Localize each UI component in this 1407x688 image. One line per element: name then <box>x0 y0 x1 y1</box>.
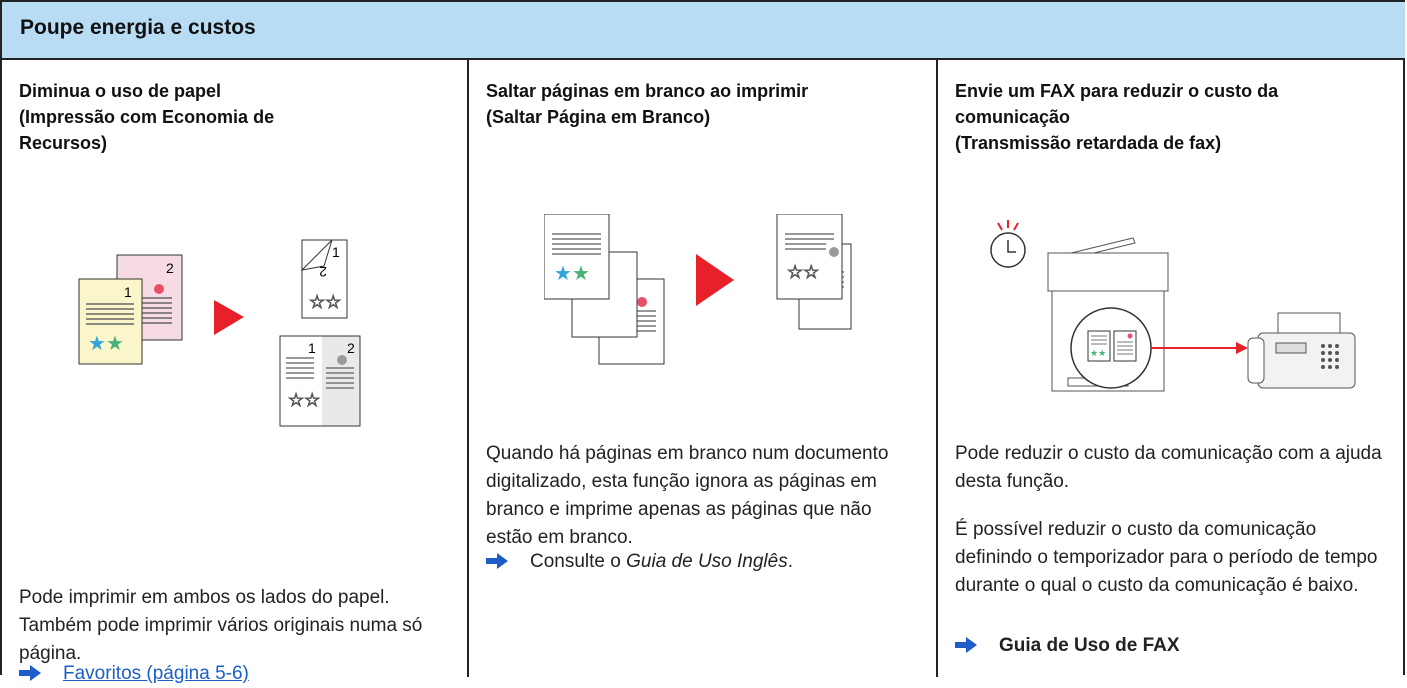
clock-icon <box>990 220 1026 268</box>
column-title: Saltar páginas em branco ao imprimir (Sa… <box>486 78 926 130</box>
title-line: Diminua o uso de papel <box>19 81 222 101</box>
english-guide-reference: Guia de Uso Inglês <box>626 551 788 572</box>
reference-prefix: Consulte o <box>530 551 627 572</box>
fax-guide-reference: Guia de Uso de FAX <box>999 635 1180 656</box>
column-description: Pode reduzir o custo da comunicação com … <box>955 443 1382 492</box>
reference-line: Favoritos (página 5-6) <box>19 660 249 688</box>
title-line: (Saltar Página em Branco) <box>486 107 711 127</box>
title-line: comunicação <box>955 107 1071 127</box>
page-number: 2 <box>166 260 174 276</box>
reference-line: Consulte o Guia de Uso Inglês. <box>486 548 793 576</box>
title-line: Saltar páginas em branco ao imprimir <box>486 81 809 101</box>
reference-line: Guia de Uso de FAX <box>955 632 1180 660</box>
title-line: (Transmissão retardada de fax) <box>955 133 1222 153</box>
duplex-print-illustration: 2 1 ★ ★ 1 2 ☆☆ 1 2 ☆☆ <box>78 239 361 427</box>
column-title: Envie um FAX para reduzir o custo da com… <box>955 78 1395 156</box>
svg-text:☆☆: ☆☆ <box>309 292 341 312</box>
title-line: (Impressão com Economia de <box>19 107 275 127</box>
arrow-right-icon <box>19 665 41 681</box>
column-delayed-fax: Envie um FAX para reduzir o custo da com… <box>938 60 1405 677</box>
section-header: Poupe energia e custos <box>2 2 1405 60</box>
column-description-extra: É possível reduzir o custo da comunicaçã… <box>955 519 1378 596</box>
column-description: Pode imprimir em ambos os lados do papel… <box>19 587 423 664</box>
svg-text:☆☆: ☆☆ <box>288 390 320 410</box>
svg-text:☆☆: ☆☆ <box>787 262 819 282</box>
favorites-link[interactable]: Favoritos (página 5-6) <box>63 663 249 684</box>
title-line: Envie um FAX para reduzir o custo da <box>955 81 1279 101</box>
svg-text:2: 2 <box>319 264 327 280</box>
reference-suffix: . <box>787 551 793 572</box>
svg-text:1: 1 <box>332 244 340 260</box>
skip-blank-illustration: ★ ★ ☆☆ <box>544 214 852 365</box>
column-skip-blank: Saltar páginas em branco ao imprimir (Sa… <box>469 60 938 677</box>
svg-text:★: ★ <box>572 263 590 285</box>
printer-icon: ★★ <box>1047 237 1169 392</box>
section-title: Poupe energia e custos <box>20 16 256 39</box>
svg-text:★★: ★★ <box>1090 348 1106 358</box>
page-number: 1 <box>124 284 132 300</box>
svg-text:★: ★ <box>554 263 572 285</box>
fax-icon <box>1247 312 1356 389</box>
arrow-right-icon <box>955 637 977 653</box>
column-title: Diminua o uso de papel (Impressão com Ec… <box>19 78 459 156</box>
column-description: Quando há páginas em branco num document… <box>486 443 889 548</box>
svg-text:2: 2 <box>347 340 355 356</box>
column-economy-print: Diminua o uso de papel (Impressão com Ec… <box>2 60 469 684</box>
svg-text:★: ★ <box>88 333 106 355</box>
arrow-right-icon <box>486 553 508 569</box>
svg-text:1: 1 <box>308 340 316 356</box>
delayed-fax-illustration: ★★ <box>990 220 1356 392</box>
title-line: Recursos) <box>19 133 108 153</box>
svg-text:★: ★ <box>106 333 124 355</box>
